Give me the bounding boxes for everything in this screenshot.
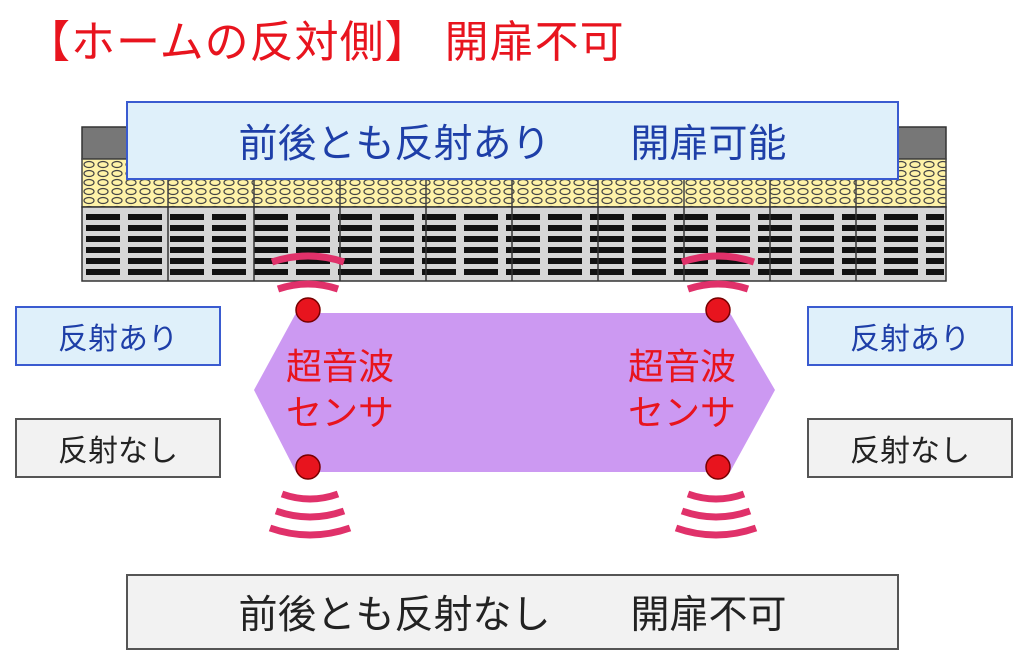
banner-condition: 前後とも反射あり [238,121,551,167]
sensor-label-left: 超音波 センサ [286,345,394,437]
banner-condition: 前後とも反射なし [238,593,551,638]
sensor-label-right: 超音波 センサ [628,345,736,437]
wave-up-right-1 [686,280,750,293]
page-title: 【ホームの反対側】 開扉不可 [26,17,625,68]
status-banner-open-denied: 前後とも反射なし 開扉不可 [126,574,899,650]
sensor-dot-top-left [295,297,321,323]
wave-down-right-2 [680,507,752,521]
wave-up-left-2 [270,252,346,266]
label-right-reflect: 反射あり [807,306,1013,366]
label-left-reflect: 反射あり [15,306,221,366]
banner-result: 開扉可能 [630,121,787,167]
sensor-dot-top-right [705,297,731,323]
sensor-dot-bottom-left [295,454,321,480]
label-left-no-reflect: 反射なし [15,418,221,478]
sensor-label-line2: センサ [286,393,395,434]
banner-result: 開扉不可 [630,593,787,638]
wave-down-left-2 [274,507,346,521]
wave-up-left-1 [276,280,340,293]
sensor-label-line1: 超音波 [286,347,395,388]
sensor-label-line2: センサ [628,393,737,434]
label-right-no-reflect: 反射なし [807,418,1013,478]
wave-down-left-3 [268,524,352,539]
wave-down-right-1 [686,490,746,503]
wave-down-right-3 [674,524,758,539]
sensor-label-line1: 超音波 [628,347,737,388]
status-banner-open-allowed: 前後とも反射あり 開扉可能 [126,101,899,180]
wave-down-left-1 [280,490,340,503]
sensor-area [254,313,775,472]
wave-up-right-2 [680,252,756,266]
sensor-dot-bottom-right [705,454,731,480]
